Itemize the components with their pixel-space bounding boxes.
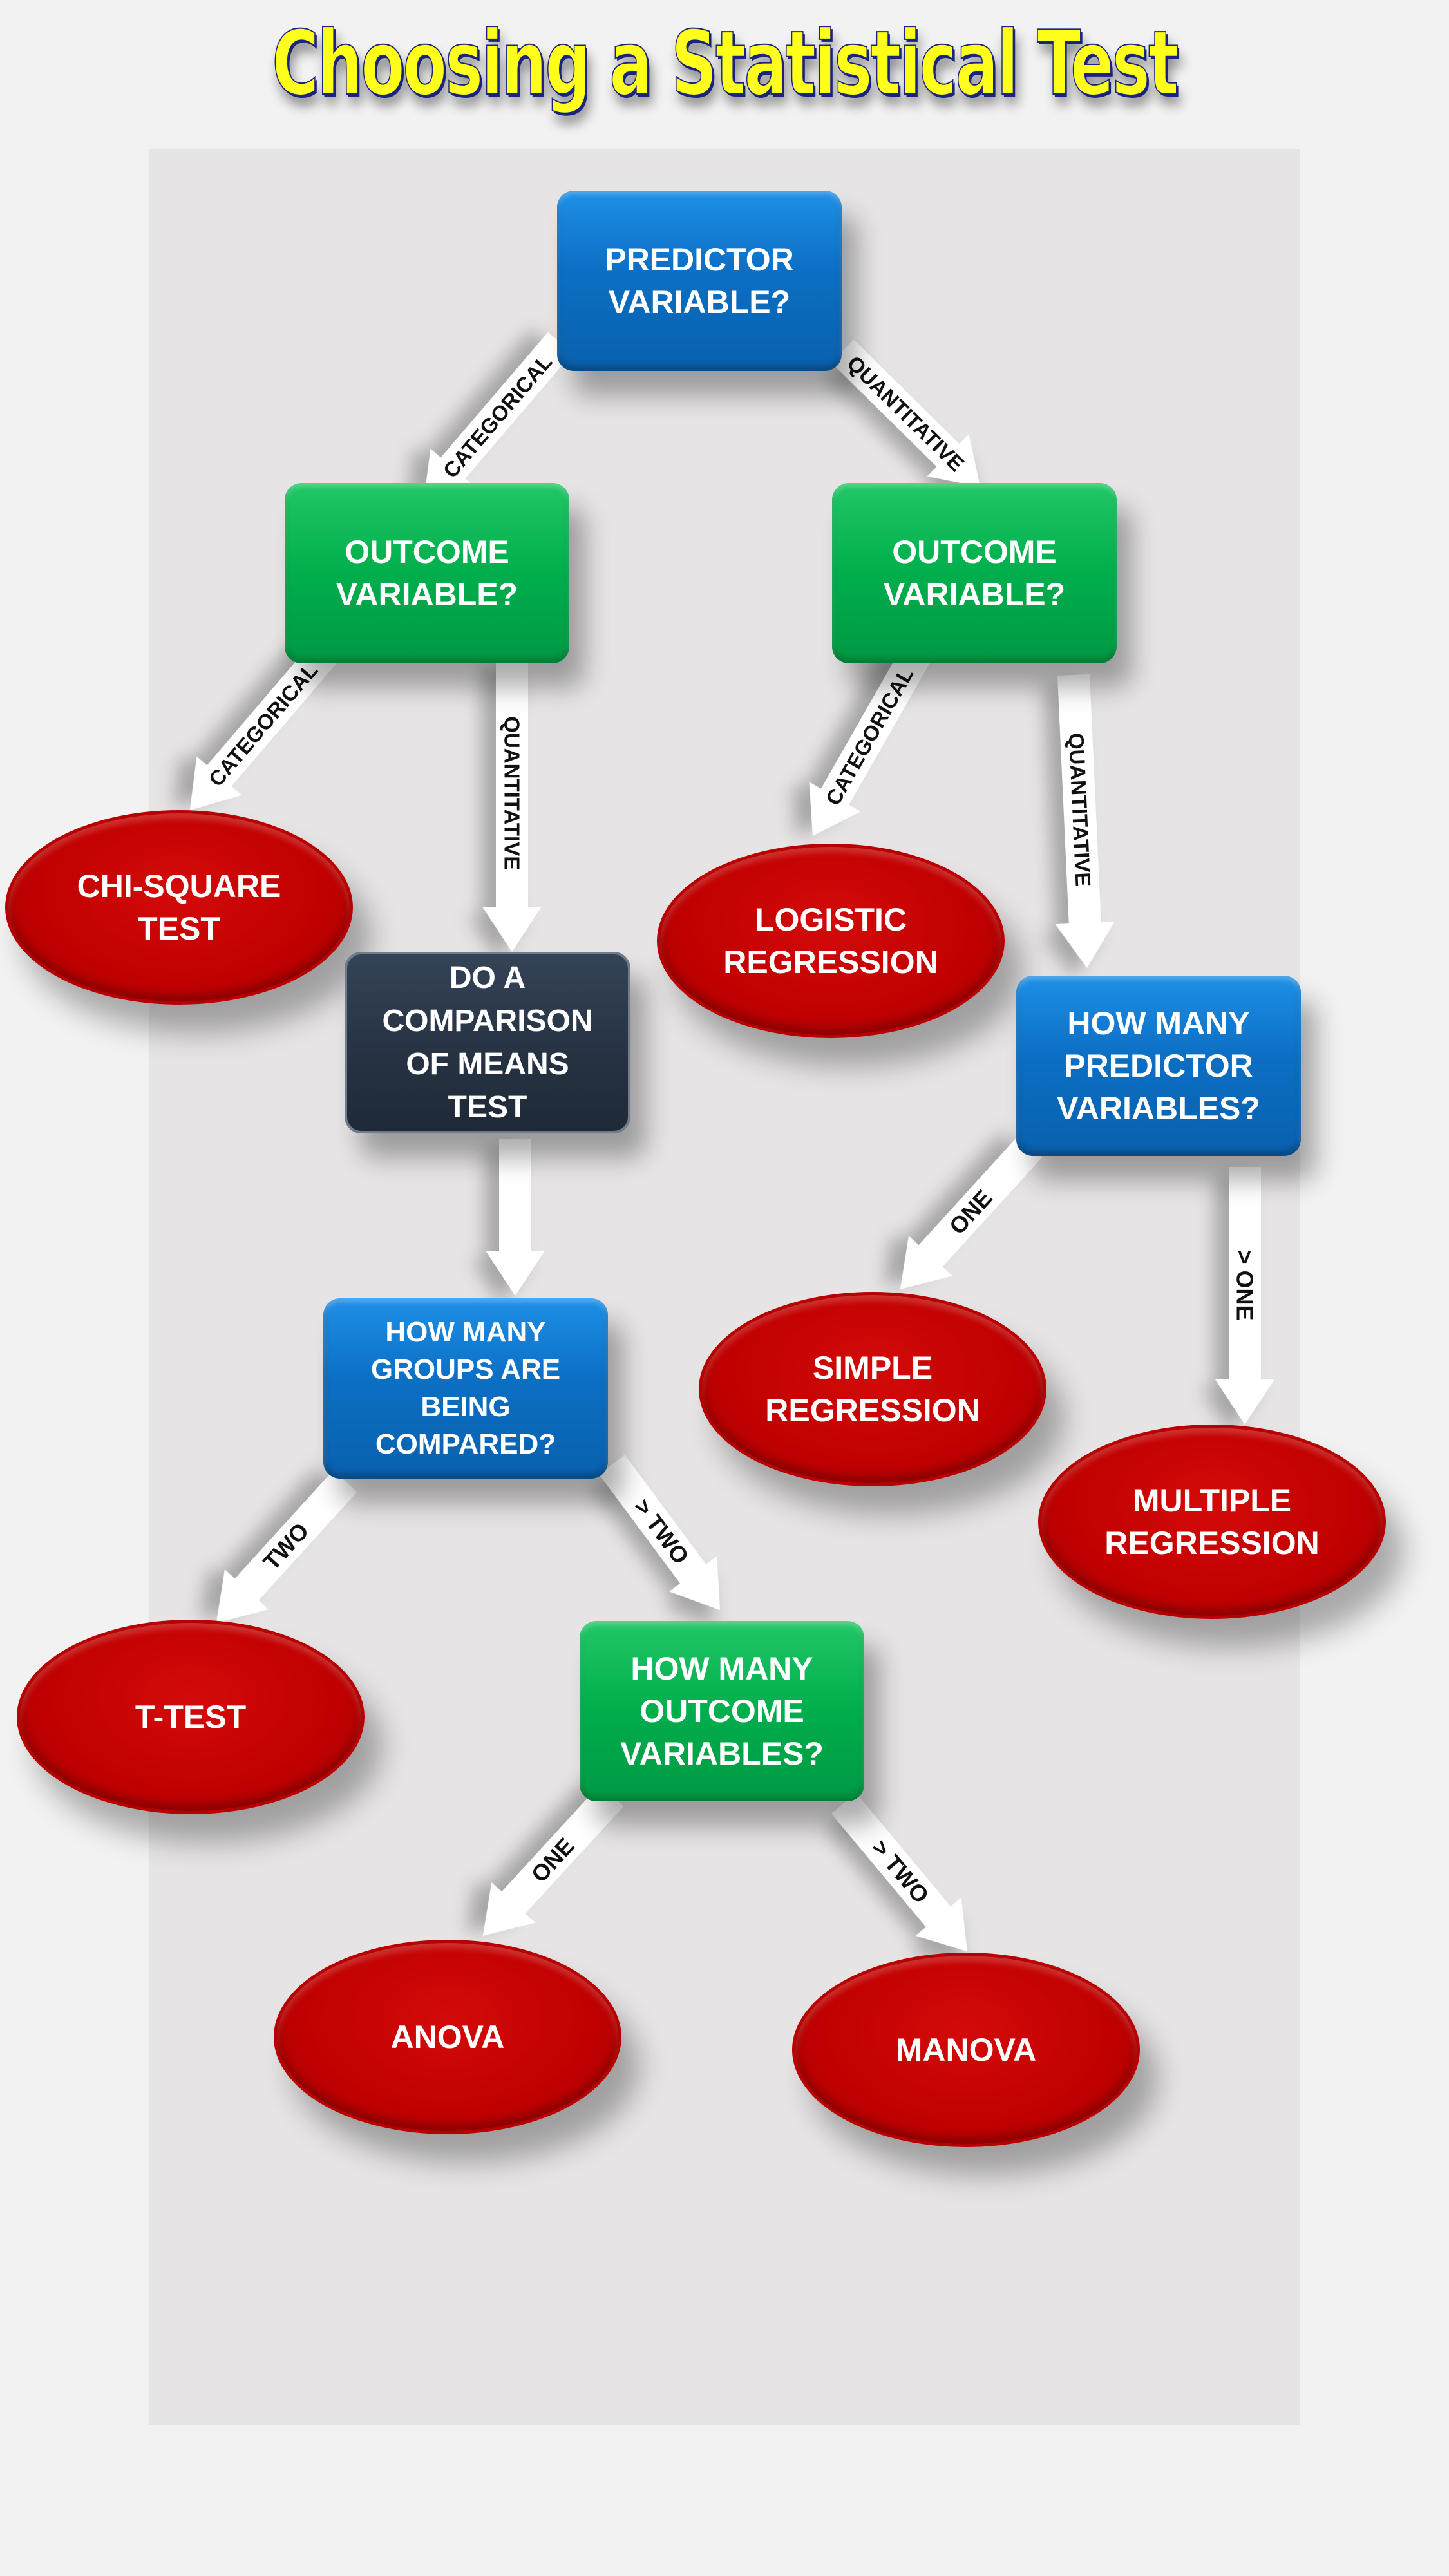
connector-arrow-outcome-left-to-chi <box>190 641 338 811</box>
arrow-shape <box>1055 674 1115 968</box>
node-label-line: TEST <box>448 1090 527 1125</box>
arrow-shape <box>1215 1167 1274 1425</box>
node-label: MANOVA <box>896 2029 1037 2071</box>
connector-arrow-outcomes-to-anova <box>483 1785 624 1936</box>
arrow-label-outcomes-to-manova: > TWO <box>867 1835 934 1909</box>
arrow-label-pred-to-outcome-right: QUANTITATIVE <box>842 351 969 476</box>
node-label-line: PREDICTOR <box>605 242 794 278</box>
simple-regression-result: SIMPLE REGRESSION <box>699 1292 1046 1486</box>
node-label-line: TEST <box>138 911 220 947</box>
predictor-variable-question: PREDICTOR VARIABLE? <box>557 191 842 371</box>
node-label-line: VARIABLE? <box>336 576 518 612</box>
node-label-line: REGRESSION <box>1104 1525 1320 1561</box>
how-many-groups-question: HOW MANY GROUPS ARE BEING COMPARED? <box>323 1298 608 1479</box>
connector-arrow-outcomes-to-manova <box>831 1792 968 1952</box>
node-label-line: OUTCOME <box>639 1693 804 1729</box>
node-label-line: PREDICTOR <box>1064 1048 1253 1084</box>
node-label-line: OUTCOME <box>345 534 509 570</box>
node-label-line: HOW MANY <box>385 1316 546 1348</box>
connector-arrow-groups-to-outcomes <box>598 1455 721 1611</box>
node-label-line: HOW MANY <box>630 1651 813 1687</box>
node-label-line: REGRESSION <box>723 944 938 980</box>
connector-arrow-predictors-to-simple <box>900 1135 1043 1289</box>
node-label: CHI-SQUARE TEST <box>77 865 281 950</box>
connector-arrow-outcome-right-to-logistic <box>809 643 932 836</box>
arrow-shape <box>598 1455 721 1611</box>
node-label: OUTCOME VARIABLE? <box>336 531 518 616</box>
t-test-result: T-TEST <box>17 1620 365 1814</box>
arrow-shape <box>216 1470 357 1624</box>
arrow-label-predictors-to-multiple: > ONE <box>1232 1250 1258 1320</box>
node-label: LOGISTIC REGRESSION <box>723 898 938 983</box>
arrow-shape <box>483 1785 624 1936</box>
arrow-label-outcome-left-to-means: QUANTITATIVE <box>500 716 524 870</box>
arrow-label-outcome-right-to-logistic: CATEGORICAL <box>821 663 918 809</box>
outcome-variable-question-right: OUTCOME VARIABLE? <box>832 483 1117 663</box>
connector-arrow-outcome-left-to-means <box>482 658 542 952</box>
node-label-line: HOW MANY <box>1067 1005 1250 1041</box>
node-label: HOW MANY OUTCOME VARIABLES? <box>620 1647 824 1775</box>
node-label: SIMPLE REGRESSION <box>765 1347 980 1432</box>
node-label-line: COMPARED? <box>375 1428 556 1461</box>
node-label-line: CHI-SQUARE <box>77 868 281 904</box>
node-label-line: GROUPS ARE <box>370 1353 561 1385</box>
how-many-predictors-question: HOW MANY PREDICTOR VARIABLES? <box>1016 976 1301 1156</box>
anova-result: ANOVA <box>274 1940 621 2134</box>
arrow-shape <box>900 1135 1043 1289</box>
node-label-line: MANOVA <box>895 2032 1037 2068</box>
node-label-line: SIMPLE <box>812 1350 933 1386</box>
logistic-regression-result: LOGISTIC REGRESSION <box>657 844 1005 1038</box>
node-label-line: VARIABLES? <box>620 1736 824 1772</box>
arrow-shape <box>831 1792 968 1952</box>
comparison-of-means-instruction: DO A COMPARISON OF MEANS TEST <box>345 952 630 1133</box>
how-many-outcomes-question: HOW MANY OUTCOME VARIABLES? <box>580 1621 864 1801</box>
arrow-shape <box>831 339 980 487</box>
node-label: MULTIPLE REGRESSION <box>1104 1479 1319 1564</box>
connector-arrow-groups-to-ttest <box>216 1470 357 1624</box>
arrow-label-pred-to-outcome-left: CATEGORICAL <box>439 350 557 482</box>
node-label-line: COMPARISON <box>382 1003 593 1038</box>
arrow-shape <box>190 641 338 811</box>
node-label: HOW MANY PREDICTOR VARIABLES? <box>1057 1002 1260 1130</box>
arrow-shape <box>482 658 542 952</box>
chi-square-test-result: CHI-SQUARE TEST <box>5 810 353 1005</box>
node-label: OUTCOME VARIABLE? <box>884 531 1065 616</box>
page-title: Choosing a Statistical Test <box>272 11 1180 116</box>
node-label-line: REGRESSION <box>765 1392 980 1428</box>
node-label: DO A COMPARISON OF MEANS TEST <box>382 956 592 1130</box>
node-label: PREDICTOR VARIABLE? <box>605 238 794 323</box>
node-label-line: OF MEANS <box>406 1047 569 1081</box>
arrow-shape <box>809 643 932 836</box>
node-label-line: VARIABLES? <box>1057 1090 1260 1126</box>
connector-arrow-predictors-to-multiple <box>1215 1167 1274 1425</box>
node-label-line: VARIABLE? <box>883 576 1066 612</box>
arrow-shape <box>486 1139 545 1296</box>
connector-arrow-pred-to-outcome-left <box>424 332 573 503</box>
multiple-regression-result: MULTIPLE REGRESSION <box>1038 1425 1386 1619</box>
connector-arrow-pred-to-outcome-right <box>831 339 980 487</box>
connector-arrow-outcome-right-to-predictors <box>1055 674 1115 968</box>
node-label-line: ANOVA <box>390 2019 505 2055</box>
node-label: HOW MANY GROUPS ARE BEING COMPARED? <box>371 1314 560 1463</box>
arrow-label-outcome-left-to-chi: CATEGORICAL <box>204 658 323 791</box>
node-label-line: LOGISTIC <box>754 902 907 938</box>
node-label-line: DO A <box>449 960 526 995</box>
node-label: ANOVA <box>391 2016 505 2058</box>
outcome-variable-question-left: OUTCOME VARIABLE? <box>285 483 569 663</box>
node-label-line: BEING <box>421 1391 511 1423</box>
connector-arrow-means-to-groups <box>486 1139 545 1296</box>
node-label: T-TEST <box>135 1696 246 1738</box>
node-label-line: T-TEST <box>135 1699 247 1735</box>
node-label-line: OUTCOME <box>892 534 1057 570</box>
manova-result: MANOVA <box>792 1953 1140 2147</box>
node-label-line: MULTIPLE <box>1132 1482 1292 1519</box>
node-label-line: VARIABLE? <box>608 284 791 320</box>
arrow-shape <box>424 332 573 503</box>
